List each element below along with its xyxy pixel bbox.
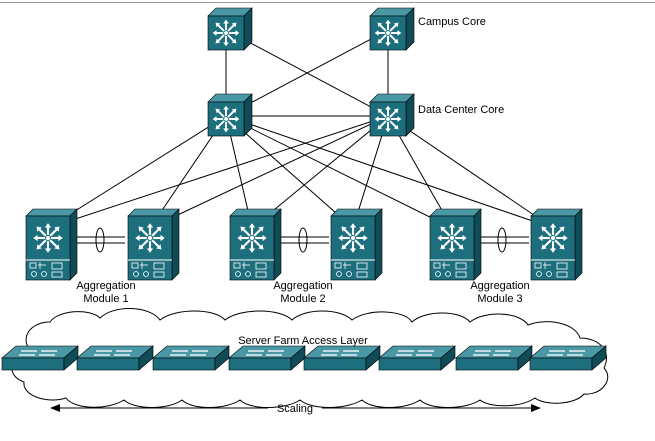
multilayer-switch-icon	[373, 104, 403, 134]
dc-core-switch-left[interactable]	[207, 93, 253, 137]
access-switch-arrows-icon	[396, 350, 434, 356]
dc-core-switch-right[interactable]	[369, 93, 415, 137]
access-switch-arrows-icon	[473, 350, 511, 356]
multilayer-switch-icon	[436, 222, 468, 254]
multilayer-switch-icon	[32, 222, 64, 254]
access-switch-arrows-icon	[94, 350, 132, 356]
port-channel-agg2	[276, 227, 329, 253]
access-switch-arrows-icon	[246, 350, 284, 356]
agg3-label-line1: Aggregation	[470, 280, 529, 292]
access-switch-2[interactable]	[76, 345, 154, 371]
access-switch-1[interactable]	[1, 345, 79, 371]
agg1-switch-a[interactable]	[25, 208, 78, 281]
core-agg-link	[47, 115, 227, 229]
access-switch-arrows-icon	[19, 350, 57, 356]
agg2-label-line2: Module 2	[280, 293, 325, 305]
port-channel-bundles	[72, 227, 529, 253]
service-module-icons	[29, 262, 63, 278]
agg1-label-line2: Module 1	[83, 293, 128, 305]
service-module-icons	[334, 262, 368, 278]
access-switch-arrows-icon	[321, 350, 359, 356]
data-center-core-label: Data Center Core	[418, 104, 504, 116]
core-agg-link	[225, 115, 453, 229]
multilayer-switch-icon	[236, 222, 268, 254]
agg3-switch-a[interactable]	[429, 208, 482, 281]
service-module-icons	[534, 262, 568, 278]
agg2-label-line1: Aggregation	[273, 280, 332, 292]
campus-core-switch-left[interactable]	[207, 7, 253, 51]
multilayer-switch-icon	[211, 104, 241, 134]
core-agg-link	[387, 115, 554, 229]
multilayer-switch-icon	[134, 222, 166, 254]
access-switch-8[interactable]	[529, 345, 607, 371]
access-switch-5[interactable]	[303, 345, 381, 371]
multilayer-switch-icon	[373, 18, 403, 48]
campus-core-switch-right[interactable]	[369, 7, 415, 51]
core-agg-link	[47, 115, 389, 229]
core-link	[225, 29, 389, 117]
campus-core-label: Campus Core	[418, 16, 486, 28]
agg3-switch-b[interactable]	[530, 208, 583, 281]
multilayer-switch-icon	[537, 222, 569, 254]
access-switch-arrows-icon	[547, 350, 585, 356]
core-agg-link	[225, 115, 354, 229]
service-module-icons	[233, 262, 267, 278]
scaling-arrow: Scaling	[50, 403, 541, 415]
agg2-switch-a[interactable]	[229, 208, 282, 281]
access-switch-6[interactable]	[378, 345, 456, 371]
access-switch-4[interactable]	[228, 345, 306, 371]
access-layer-label: Server Farm Access Layer	[238, 335, 368, 347]
port-channel-agg1	[72, 227, 125, 253]
core-agg-link	[149, 115, 389, 229]
service-module-icons	[433, 262, 467, 278]
multilayer-switch-icon	[211, 18, 241, 48]
access-switch-7[interactable]	[455, 345, 533, 371]
core-agg-link	[225, 115, 554, 229]
scaling-label: Scaling	[277, 403, 313, 415]
agg2-switch-b[interactable]	[330, 208, 383, 281]
service-module-icons	[131, 262, 165, 278]
agg1-switch-b[interactable]	[127, 208, 180, 281]
access-switch-arrows-icon	[170, 350, 208, 356]
agg1-label-line1: Aggregation	[76, 280, 135, 292]
multilayer-switch-icon	[337, 222, 369, 254]
agg3-label-line2: Module 3	[477, 293, 522, 305]
top-border-line	[0, 2, 655, 3]
link-lines	[47, 29, 554, 229]
access-switch-3[interactable]	[152, 345, 230, 371]
port-channel-agg3	[476, 227, 529, 253]
